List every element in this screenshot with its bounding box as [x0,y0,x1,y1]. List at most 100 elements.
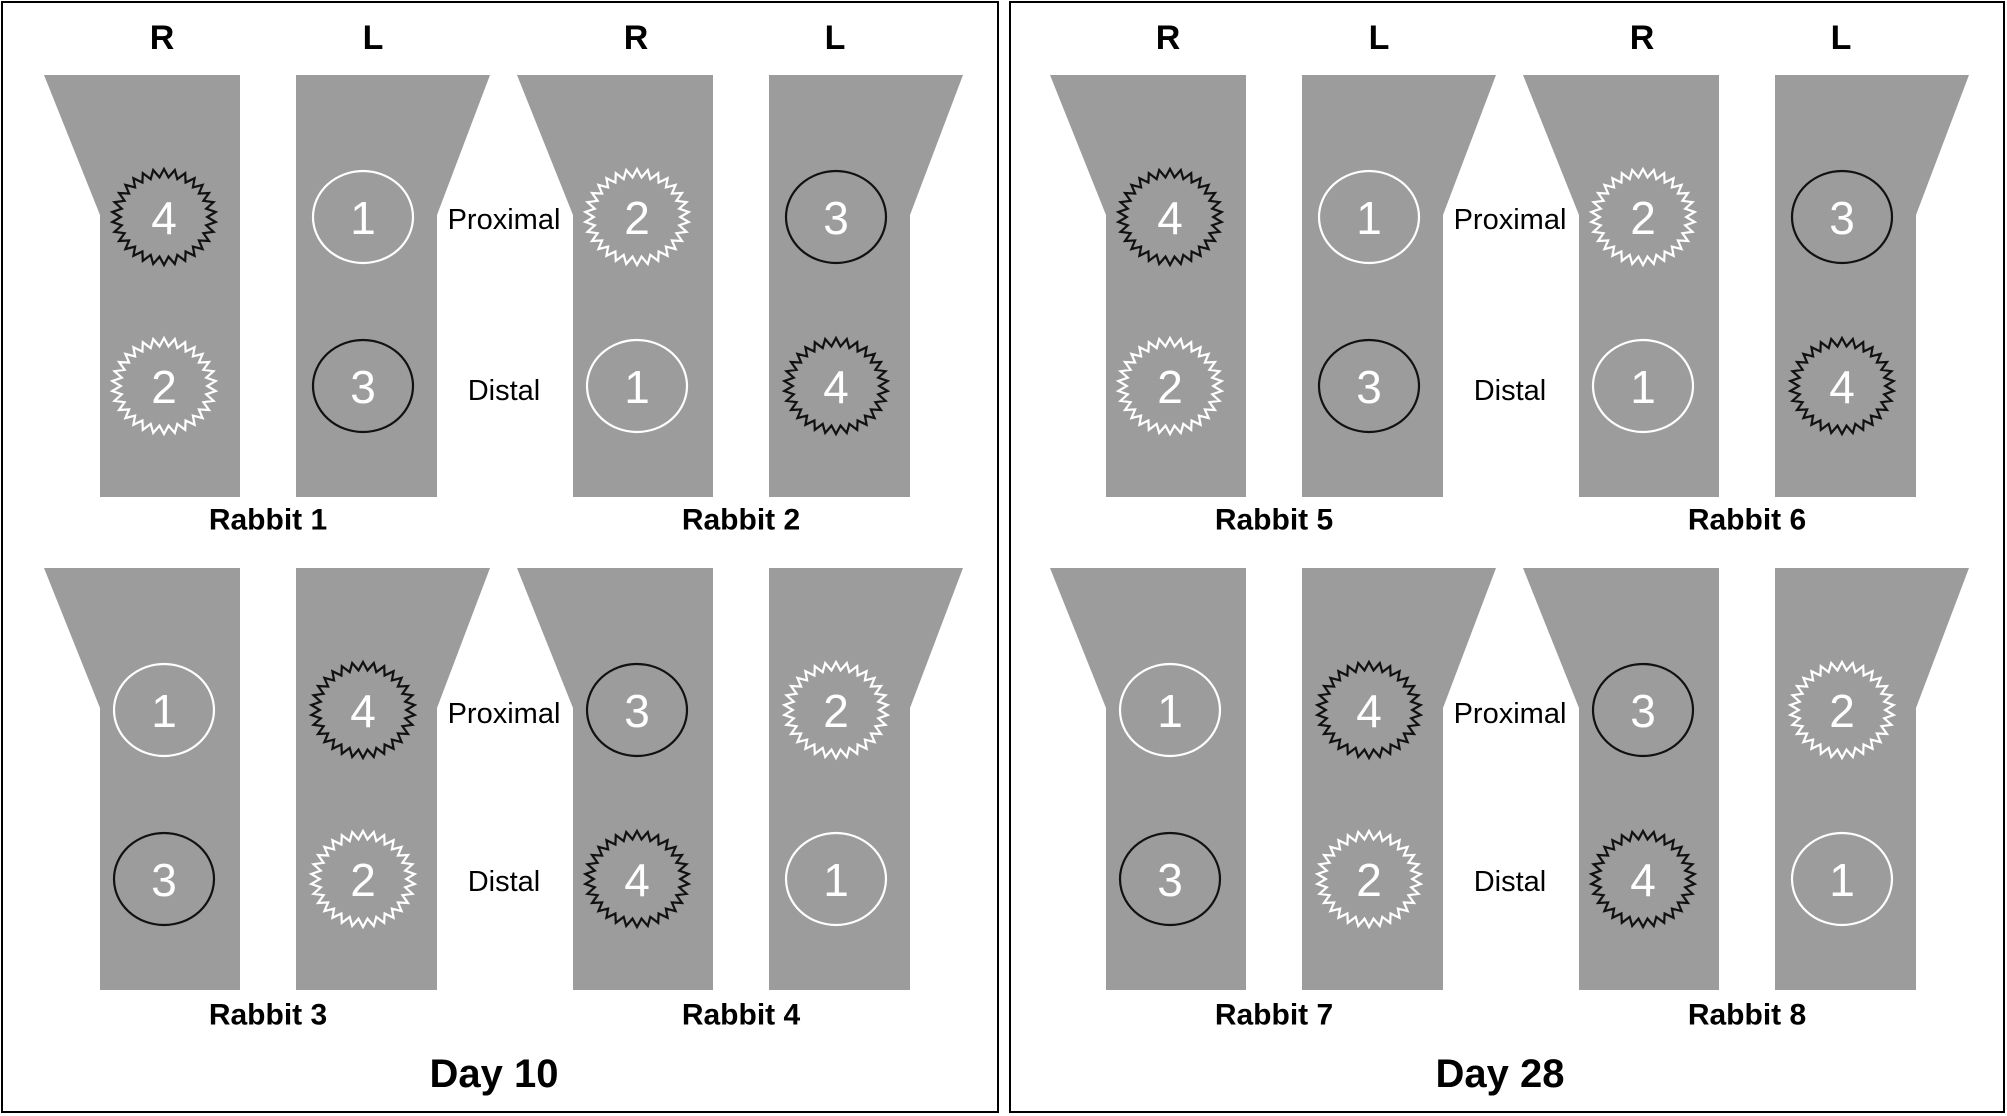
side-label-l: L [825,19,846,57]
side-label-r: R [1630,19,1655,57]
proximal-label: Proximal [448,204,561,236]
site-number: 3 [350,361,376,413]
implant-site: 1 [311,169,415,265]
white-jagged-marker [781,659,891,761]
distal-label: Distal [1474,375,1547,407]
implant-site: 4 [1787,335,1897,437]
implant-site: 4 [308,659,418,761]
site-number: 1 [350,192,376,244]
implant-site: 1 [112,662,216,758]
black-circle-marker [1118,831,1222,927]
side-label-r: R [150,19,175,57]
implant-site: 4 [109,166,219,268]
site-number: 1 [1356,192,1382,244]
rabbit-label: Rabbit 6 [1688,504,1806,537]
site-number: 1 [1630,361,1656,413]
implant-site: 2 [1787,659,1897,761]
proximal-label: Proximal [1454,204,1567,236]
black-jagged-marker [1115,166,1225,268]
implant-site: 2 [1588,166,1698,268]
site-number: 4 [624,854,650,906]
left-limb-shape [1775,568,1969,990]
implant-site: 3 [784,169,888,265]
white-circle-marker [784,831,888,927]
right-limb-shape [1523,568,1719,990]
left-limb-shape [1775,75,1969,497]
implant-site: 2 [1115,335,1225,437]
black-circle-marker [1317,338,1421,434]
implant-site: 2 [109,335,219,437]
implant-site: 3 [311,338,415,434]
site-number: 3 [151,854,177,906]
side-label-l: L [363,19,384,57]
rabbit-label: Rabbit 7 [1215,999,1333,1032]
black-jagged-marker [582,828,692,930]
implant-site: 2 [308,828,418,930]
right-limb-shape [44,568,240,990]
white-circle-marker [1317,169,1421,265]
black-jagged-marker [781,335,891,437]
implant-site: 3 [1317,338,1421,434]
proximal-label: Proximal [1454,698,1567,730]
site-number: 4 [1157,192,1183,244]
site-number: 4 [1630,854,1656,906]
day-label: Day 10 [430,1052,559,1096]
implant-site: 1 [1118,662,1222,758]
white-jagged-marker [109,335,219,437]
white-circle-marker [585,338,689,434]
site-number: 3 [1356,361,1382,413]
site-number: 2 [1157,361,1183,413]
black-circle-marker [112,831,216,927]
distal-label: Distal [1474,866,1547,898]
implant-site: 1 [1591,338,1695,434]
white-jagged-marker [1588,166,1698,268]
black-jagged-marker [1588,828,1698,930]
white-jagged-marker [1787,659,1897,761]
left-limb-shape [1302,568,1496,990]
site-number: 2 [1630,192,1656,244]
black-circle-marker [1591,662,1695,758]
proximal-label: Proximal [448,698,561,730]
implant-site: 3 [1790,169,1894,265]
day-label: Day 28 [1436,1052,1565,1096]
black-circle-marker [585,662,689,758]
site-number: 4 [350,685,376,737]
site-number: 3 [1829,192,1855,244]
site-number: 4 [151,192,177,244]
white-circle-marker [1591,338,1695,434]
site-number: 2 [823,685,849,737]
site-number: 2 [350,854,376,906]
site-number: 4 [1356,685,1382,737]
implant-site: 1 [1790,831,1894,927]
distal-label: Distal [468,375,541,407]
left-limb-shape [769,75,963,497]
black-jagged-marker [109,166,219,268]
implant-site: 4 [1115,166,1225,268]
site-number: 1 [151,685,177,737]
side-label-r: R [1156,19,1181,57]
implant-site: 2 [1314,828,1424,930]
white-circle-marker [311,169,415,265]
site-number: 1 [1829,854,1855,906]
panel-day28-border [1009,1,2005,1113]
site-number: 3 [624,685,650,737]
white-jagged-marker [1115,335,1225,437]
implant-site: 2 [582,166,692,268]
white-circle-marker [1118,662,1222,758]
black-jagged-marker [1314,659,1424,761]
site-number: 2 [1829,685,1855,737]
left-limb-shape [769,568,963,990]
site-number: 1 [823,854,849,906]
right-limb-shape [517,75,713,497]
implant-site: 1 [784,831,888,927]
white-jagged-marker [1314,828,1424,930]
site-number: 3 [1157,854,1183,906]
